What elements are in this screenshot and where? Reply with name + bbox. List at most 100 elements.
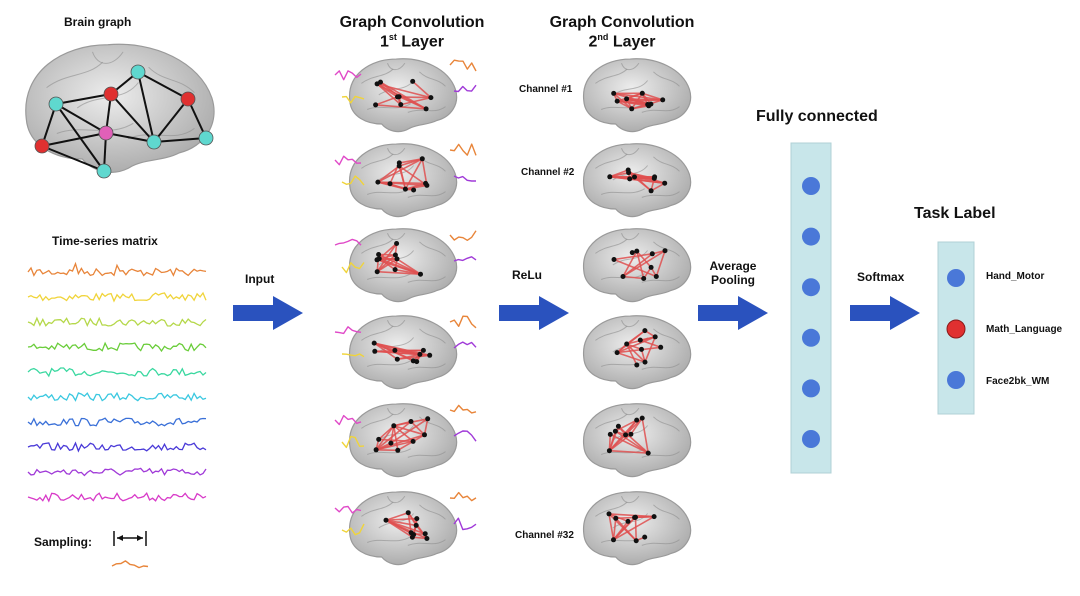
- conv-edge: [640, 339, 661, 349]
- brain-sulcus: [419, 71, 446, 87]
- conv-node: [417, 351, 423, 357]
- conv-node: [626, 170, 632, 176]
- relu-label: ReLu: [512, 268, 542, 282]
- conv-node: [374, 257, 380, 263]
- brain-sulcus: [595, 238, 628, 254]
- conv-node: [408, 530, 414, 536]
- conv-edge: [622, 275, 644, 280]
- brain-sulcus: [92, 51, 124, 64]
- conv-edge: [612, 520, 629, 541]
- task-label-2: Face2bk_WM: [986, 376, 1050, 387]
- gc2-title-text: Graph Convolution: [549, 14, 695, 31]
- task-node-1: [946, 319, 966, 339]
- conv-node: [392, 267, 398, 273]
- conv-edge: [412, 80, 432, 99]
- conv-edge: [626, 343, 646, 363]
- graph-node: [103, 86, 119, 102]
- conv-edge: [375, 425, 395, 451]
- conv-edge: [634, 517, 637, 541]
- conv-node: [651, 514, 657, 520]
- conv-edge: [622, 250, 666, 278]
- fc-node: [802, 328, 820, 347]
- conv-edge: [376, 259, 421, 275]
- conv-edge: [626, 343, 642, 351]
- conv-brain: [583, 315, 692, 390]
- brain-sulcus: [641, 451, 680, 458]
- conv-node: [662, 180, 668, 186]
- conv-node: [624, 96, 630, 102]
- brain-sulcus: [148, 66, 195, 94]
- graph-node: [180, 91, 196, 107]
- brain-graph-title: Brain graph: [64, 15, 132, 29]
- conv-edge: [615, 419, 638, 432]
- time-series-line: [27, 367, 207, 378]
- fc-node: [802, 227, 820, 246]
- conv-edge: [397, 354, 430, 360]
- conv-node: [632, 174, 637, 180]
- gc1-brain-3: [334, 228, 477, 303]
- conv-node: [634, 362, 640, 368]
- conv-edge: [390, 418, 429, 444]
- conv-node: [423, 106, 429, 112]
- signal-yellow: [341, 262, 365, 274]
- conv-node: [642, 328, 648, 334]
- gc2-layer-word: Layer: [612, 33, 656, 51]
- graph-edge: [105, 132, 155, 143]
- sampling-bracket: [113, 531, 147, 546]
- conv-edge: [376, 83, 398, 98]
- brain-sulcus: [641, 276, 680, 283]
- graph-edge: [137, 71, 155, 143]
- conv-edge: [608, 513, 629, 523]
- gc1-brain-5: [334, 403, 477, 478]
- gc1-brain-2: [334, 143, 477, 218]
- conv-edge: [378, 425, 395, 440]
- brain-sulcus: [56, 122, 134, 134]
- brain-sulcus: [367, 360, 411, 367]
- conv-node: [648, 188, 654, 194]
- brain-sulcus: [621, 62, 640, 71]
- gc2-brain-2: [583, 143, 692, 218]
- brain-sulcus: [419, 416, 446, 432]
- fully-connected-title: Fully connected: [756, 108, 878, 125]
- conv-edge: [625, 417, 643, 436]
- conv-edge: [609, 176, 655, 180]
- conv-edge: [385, 511, 409, 521]
- conv-node: [627, 176, 633, 182]
- conv-node: [614, 98, 620, 104]
- gc1-title: Graph Convolution 1st Layer: [322, 14, 502, 51]
- conv-node: [648, 264, 654, 270]
- conv-node: [653, 274, 659, 279]
- conv-node: [425, 416, 431, 422]
- fc-node: [802, 177, 820, 195]
- task-label-0: Hand_Motor: [986, 271, 1045, 282]
- conv-node: [633, 538, 639, 544]
- conv-edge: [423, 418, 429, 435]
- conv-node: [660, 97, 666, 103]
- conv-edge: [644, 336, 656, 363]
- conv-node: [649, 251, 655, 257]
- time-series-line: [27, 391, 207, 402]
- conv-node: [424, 536, 430, 541]
- graph-node: [96, 163, 112, 179]
- signal-orange: [449, 491, 477, 502]
- conv-edge: [399, 158, 423, 164]
- brain-sulcus: [367, 536, 411, 543]
- conv-edge: [631, 105, 649, 110]
- conv-node: [373, 447, 379, 453]
- conv-edge: [377, 158, 423, 183]
- conv-node: [611, 257, 617, 262]
- brain-sulcus: [361, 68, 394, 84]
- task-node-0: [947, 269, 965, 287]
- conv-node: [428, 95, 434, 101]
- brain-sulcus: [361, 153, 394, 169]
- channel-2-label: Channel #2: [521, 167, 575, 178]
- brain-sulcus: [419, 504, 446, 520]
- gc2-layer-num: 2: [588, 33, 598, 51]
- conv-node: [646, 103, 652, 109]
- pool-line2: Pooling: [711, 273, 755, 287]
- conv-node: [405, 510, 411, 516]
- conv-edge: [393, 425, 399, 451]
- conv-brain: [583, 403, 692, 478]
- graph-node: [130, 64, 146, 80]
